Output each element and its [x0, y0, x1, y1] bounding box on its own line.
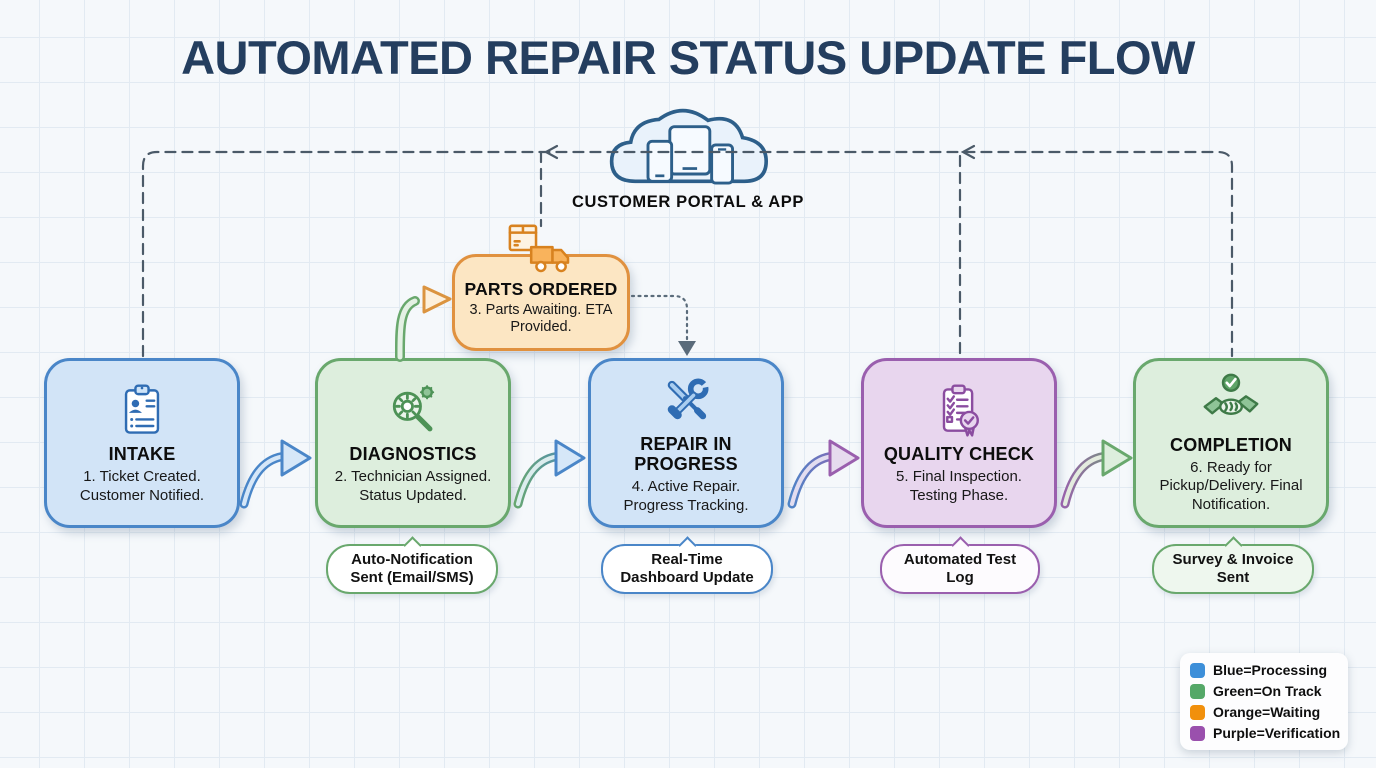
blue-swatch-icon: [1190, 662, 1205, 678]
stage-title: COMPLETION: [1170, 434, 1292, 455]
green-swatch-icon: [1190, 683, 1205, 699]
quality-to-completion-arrow: [1060, 439, 1133, 509]
callout-auto-notification: Auto-Notification Sent (Email/SMS): [326, 535, 498, 594]
legend-label: Blue=Processing: [1213, 662, 1327, 678]
stage-title: PARTS ORDERED: [464, 279, 618, 300]
legend-label: Purple=Verification: [1213, 725, 1341, 741]
parts-to-repair-dotted-arrow: [630, 294, 696, 356]
stage-body: 1. Ticket Created. Customer Notified.: [79, 468, 205, 504]
stage-box-completion: COMPLETION 6. Ready for Pickup/Delivery.…: [1133, 358, 1329, 528]
stage-title: QUALITY CHECK: [883, 444, 1035, 465]
cloud-label: CUSTOMER PORTAL & APP: [571, 193, 804, 211]
legend-label: Orange=Waiting: [1213, 704, 1321, 720]
checklist-ribbon-icon: [929, 381, 989, 441]
intake-to-diagnostics-arrow: [239, 439, 312, 509]
stage-box-repair-in-progress: REPAIR IN PROGRESS 4. Active Repair. Pro…: [588, 358, 784, 528]
repair-to-quality-arrow: [787, 439, 860, 509]
callout-test-log: Automated Test Log: [880, 535, 1040, 594]
stage-box-quality-check: QUALITY CHECK 5. Final Inspection. Testi…: [861, 358, 1057, 528]
orange-swatch-icon: [1190, 704, 1205, 720]
legend-label: Green=On Track: [1213, 683, 1322, 699]
diagnostics-to-parts-arrow: [394, 285, 452, 362]
legend-item-green: Green=On Track: [1190, 683, 1338, 699]
callout-label: Automated Test Log: [903, 551, 1017, 586]
callout-label: Survey & Invoice Sent: [1172, 551, 1294, 586]
status-color-legend: Blue=Processing Green=On Track Orange=Wa…: [1180, 653, 1348, 750]
handshake-check-icon: [1201, 372, 1261, 432]
delivery-truck-icon: [498, 220, 576, 282]
crossed-tools-icon: [656, 371, 716, 431]
callout-dashboard-update: Real-Time Dashboard Update: [601, 535, 773, 594]
stage-body: 3. Parts Awaiting. ETA Provided.: [469, 301, 613, 336]
callout-survey-invoice: Survey & Invoice Sent: [1152, 535, 1314, 594]
legend-item-orange: Orange=Waiting: [1190, 704, 1338, 720]
legend-item-blue: Blue=Processing: [1190, 662, 1338, 678]
callout-label: Real-Time Dashboard Update: [620, 551, 754, 586]
stage-body: 2. Technician Assigned. Status Updated.: [334, 468, 492, 504]
stage-box-diagnostics: DIAGNOSTICS 2. Technician Assigned. Stat…: [315, 358, 511, 528]
stage-body: 5. Final Inspection. Testing Phase.: [896, 468, 1022, 504]
diagnostics-to-repair-arrow: [513, 439, 586, 509]
legend-item-purple: Purple=Verification: [1190, 725, 1341, 741]
clipboard-user-icon: [112, 381, 172, 441]
stage-box-intake: INTAKE 1. Ticket Created. Customer Notif…: [44, 358, 240, 528]
purple-swatch-icon: [1190, 725, 1205, 741]
magnifier-gears-icon: [383, 381, 443, 441]
callout-label: Auto-Notification Sent (Email/SMS): [350, 551, 474, 586]
page-title: AUTOMATED REPAIR STATUS UPDATE FLOW: [181, 31, 1195, 84]
stage-body: 4. Active Repair. Progress Tracking.: [623, 478, 749, 514]
stage-body: 6. Ready for Pickup/Delivery. Final Noti…: [1159, 459, 1303, 513]
stage-title: REPAIR IN PROGRESS: [634, 434, 738, 475]
cloud-devices-icon: [596, 94, 780, 194]
stage-title: DIAGNOSTICS: [349, 444, 477, 465]
stage-title: INTAKE: [108, 444, 176, 465]
